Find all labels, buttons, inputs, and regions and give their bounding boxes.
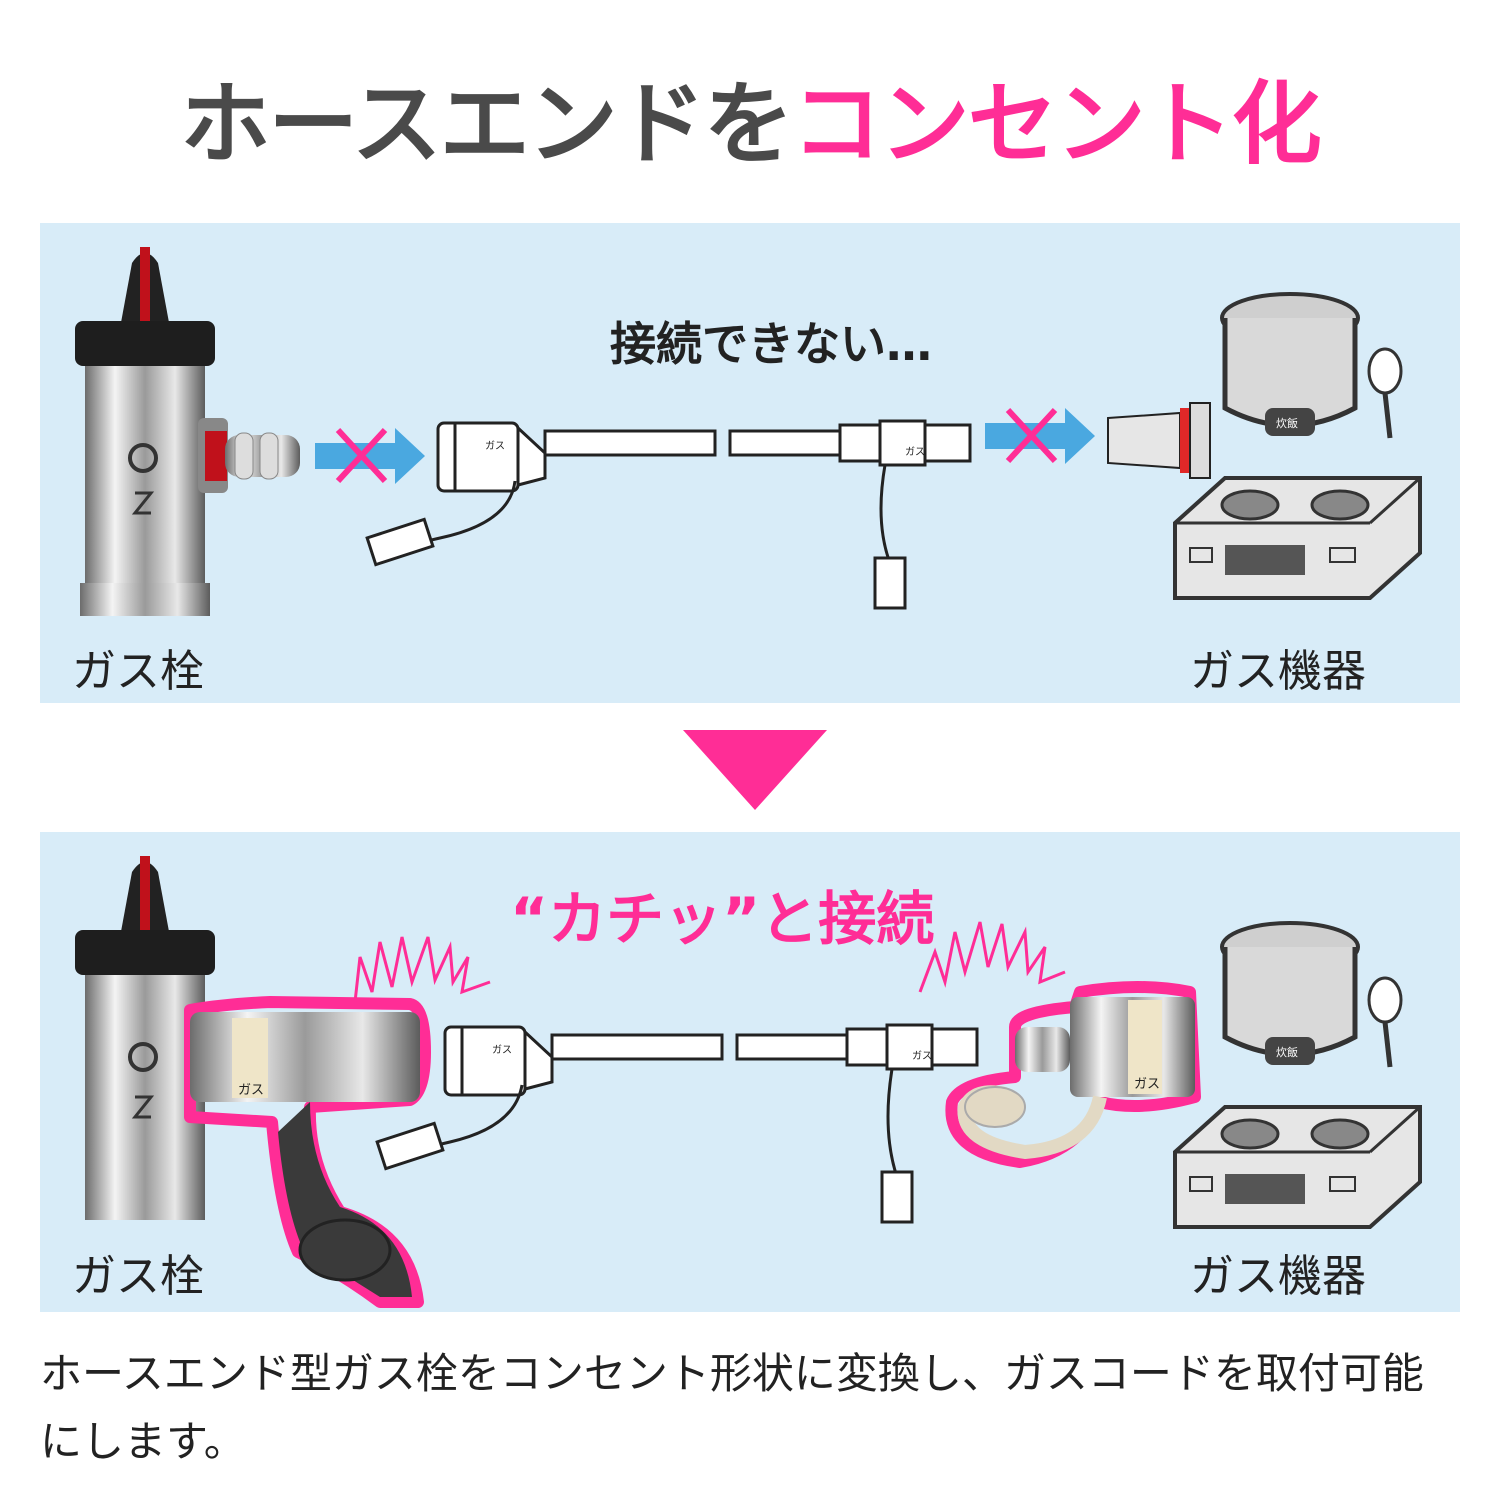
gas-valve-label: ガス栓 xyxy=(72,1251,204,1302)
rice-cooker-label: 炊飯 xyxy=(1276,416,1298,430)
page-title: ホースエンドをコンセント化 xyxy=(0,70,1500,180)
gas-stove-icon xyxy=(1173,1105,1422,1229)
down-arrow-icon xyxy=(683,730,827,810)
blocked-arrow-left-icon xyxy=(315,427,425,484)
click-sound-left-icon xyxy=(353,936,491,1003)
adapter-left-text: ガス xyxy=(238,1083,264,1098)
plug-label-right: ガス xyxy=(912,1050,932,1062)
adapter-right-text: ガス xyxy=(1134,1077,1160,1092)
title-part1: ホースエンドを xyxy=(180,72,793,177)
top-illustration: ガス ガス 炊飯 xyxy=(75,247,1422,616)
description-text: ホースエンド型ガス栓をコンセント形状に変換し、ガスコードを取付可能にします。 xyxy=(40,1349,1424,1466)
gas-cord-icon xyxy=(375,1023,979,1224)
plug-label: ガス xyxy=(492,1044,512,1056)
rice-cooker-label: 炊飯 xyxy=(1276,1045,1298,1059)
adapter-left-icon xyxy=(184,996,431,1308)
cannot-connect-message: 接続できない… xyxy=(610,317,932,371)
gas-cord-icon xyxy=(365,419,972,610)
click-sound-right-icon xyxy=(918,921,1066,993)
title-part2: コンセント化 xyxy=(791,72,1322,177)
gas-valve-label: ガス栓 xyxy=(72,646,204,697)
hose-nipple-icon xyxy=(1107,402,1211,479)
plug-label-right: ガス xyxy=(905,446,925,458)
blocked-arrow-right-icon xyxy=(985,407,1095,464)
rice-cooker-icon xyxy=(1220,292,1403,439)
gas-appliance-label: ガス機器 xyxy=(1190,1251,1366,1302)
gas-stove-icon xyxy=(1173,476,1422,600)
panel-click-connect: ガス ガス ガス xyxy=(40,832,1460,1312)
plug-label: ガス xyxy=(485,440,505,452)
bottom-illustration: ガス ガス ガス xyxy=(75,856,1422,1308)
gas-valve-icon xyxy=(75,247,300,616)
click-connect-message: “カチッ”と接続 xyxy=(510,885,935,953)
rice-cooker-icon xyxy=(1220,921,1403,1068)
panel-cannot-connect: ガス ガス 炊飯 xyxy=(40,223,1460,703)
adapter-right-icon xyxy=(945,981,1201,1168)
gas-appliance-label: ガス機器 xyxy=(1190,646,1366,697)
